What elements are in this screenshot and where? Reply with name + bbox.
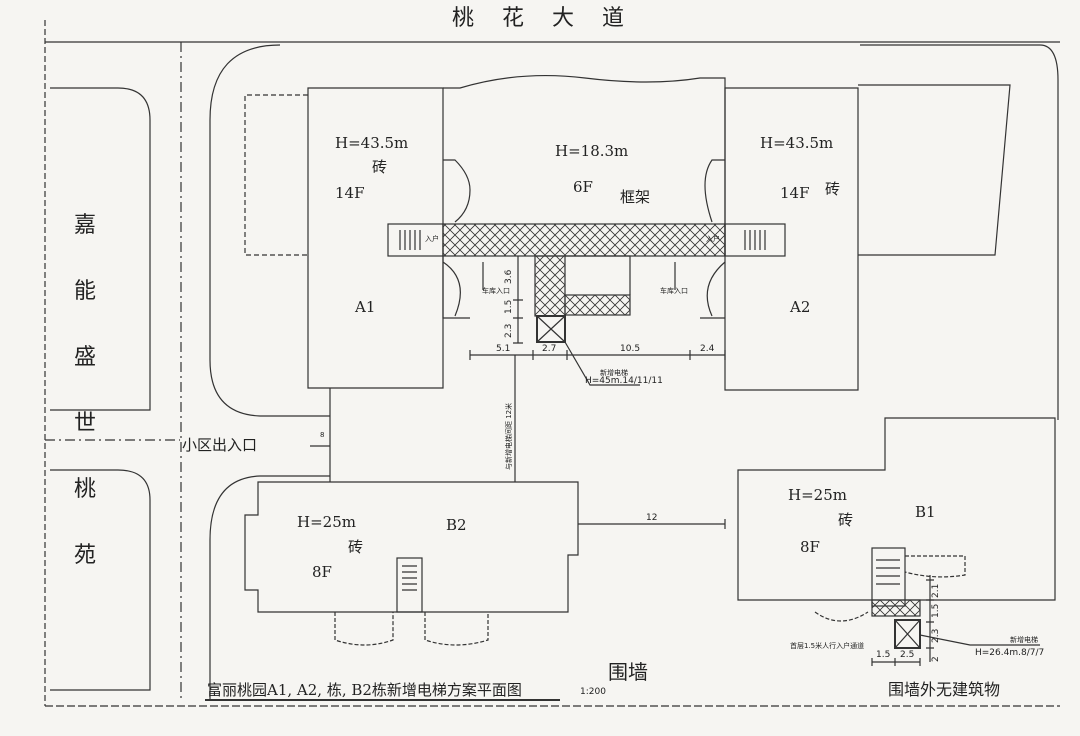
- b2-floors: 8F: [312, 563, 332, 581]
- b1-material: 砖: [838, 511, 854, 529]
- building-b1: [737, 417, 1056, 601]
- road-left-char: 嘉: [74, 213, 97, 238]
- block-left-top: [50, 87, 151, 411]
- entry-label-a2: 入户: [706, 235, 720, 243]
- a1-material: 砖: [372, 158, 388, 176]
- stair-b1: [871, 547, 906, 607]
- middle-height: H=18.3m: [555, 142, 629, 160]
- dim: 1.5: [876, 650, 891, 660]
- block-left-bottom: [50, 469, 151, 691]
- a1-floors: 14F: [335, 184, 365, 202]
- drawing-scale: 1:200: [580, 687, 606, 697]
- b2-height: H=25m: [297, 513, 356, 531]
- dim: 3.6: [504, 269, 514, 284]
- site-boundary-right: [860, 44, 1059, 420]
- dim: 2.4: [700, 344, 715, 354]
- new-elevator-a-height: H=45m.14/11/11: [585, 376, 663, 386]
- stair-a1: [387, 223, 444, 257]
- new-elevator-b: [894, 619, 921, 649]
- stair-a2: [724, 223, 786, 257]
- entrance-label: 小区出入口: [182, 436, 258, 454]
- b2-name: B2: [446, 516, 467, 534]
- a2-name: A2: [790, 298, 811, 316]
- site-boundary: [209, 44, 330, 700]
- new-elevator-a: [536, 315, 566, 343]
- road-left-char: 能: [74, 279, 97, 304]
- dim: 2.1: [931, 583, 941, 598]
- new-elevator-b-height: H=26.4m.8/7/7: [975, 648, 1045, 658]
- dim: 2: [931, 656, 941, 662]
- a2-height: H=43.5m: [760, 134, 834, 152]
- garage-entry-a1: 车库入口: [482, 287, 510, 295]
- drawing-title: 富丽桃园A1, A2, 栋, B2栋新增电梯方案平面图: [207, 681, 522, 699]
- b1-entry-note: 首层1.5米人行入户通道: [790, 642, 865, 650]
- road-left-char: 桃: [74, 477, 97, 502]
- b2-material: 砖: [348, 538, 364, 556]
- distance-note: 与新增电梯间距 12米: [505, 402, 513, 470]
- entry-label-a1: 入户: [425, 235, 439, 243]
- road-left-char: 苑: [74, 543, 97, 568]
- corridor-hatched: [442, 223, 726, 257]
- a1-height: H=43.5m: [335, 134, 409, 152]
- dim: 10.5: [620, 344, 641, 354]
- dim-between-b: 12: [646, 513, 658, 523]
- dim: 5.1: [496, 344, 511, 354]
- b1-height: H=25m: [788, 486, 847, 504]
- new-elevator-b-label: 新增电梯: [1010, 636, 1038, 644]
- a2-material: 砖: [825, 180, 841, 198]
- wall-label: 围墙: [608, 660, 648, 684]
- new-elevator-a-label: 新增电梯: [600, 369, 628, 377]
- dim: 1.5: [504, 299, 514, 314]
- dim: 2.7: [542, 344, 557, 354]
- dim: 2.3: [931, 628, 941, 643]
- building-a2: [724, 87, 859, 391]
- dim: 1.5: [931, 603, 941, 618]
- b1-floors: 8F: [800, 538, 820, 556]
- outside-note: 围墙外无建筑物: [888, 680, 1001, 699]
- dim: 2.5: [900, 650, 915, 660]
- building-middle: [443, 74, 726, 256]
- b1-name: B1: [915, 503, 936, 521]
- road-top-label: 桃花大道: [452, 6, 653, 31]
- dim: 2.3: [504, 323, 514, 338]
- a1-name: A1: [355, 298, 376, 316]
- a2-floors: 14F: [780, 184, 810, 202]
- middle-structure: 框架: [620, 188, 651, 206]
- stair-b2: [396, 557, 423, 613]
- road-left-char: 世: [74, 411, 97, 436]
- entrance-dim: 8: [320, 431, 325, 439]
- garage-entry-a2: 车库入口: [660, 287, 688, 295]
- building-a1: [307, 87, 444, 389]
- building-b2: [244, 481, 579, 613]
- road-left-char: 盛: [74, 345, 97, 370]
- middle-floors: 6F: [573, 178, 593, 196]
